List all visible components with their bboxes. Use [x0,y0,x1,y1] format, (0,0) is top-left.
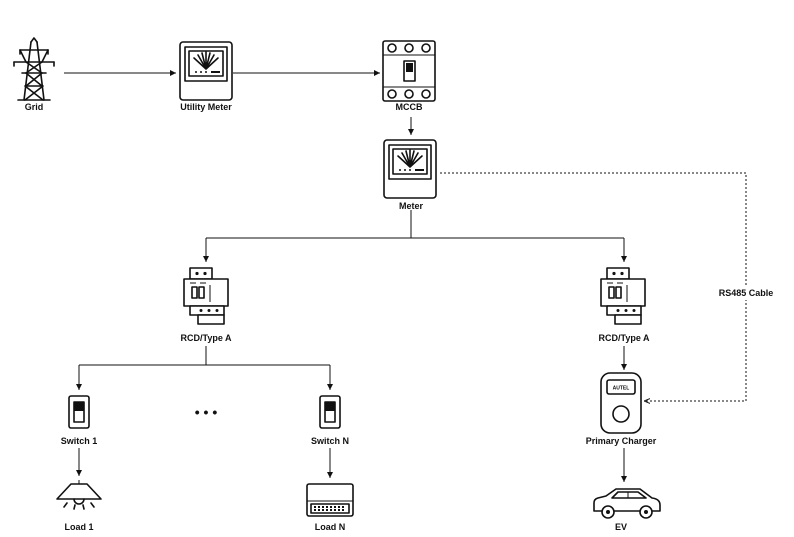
switch-n-label: Switch N [311,436,349,446]
switch-1-icon [68,395,90,429]
rcd-to-switches-arrows [76,346,333,390]
ev-car-icon [593,488,661,519]
appliance-icon [306,483,354,517]
meter-label: Meter [399,201,424,211]
utility-meter-label: Utility Meter [180,102,232,112]
load-1-label: Load 1 [64,522,93,532]
rcd-left-label: RCD/Type A [180,333,232,343]
meter-icon [383,139,437,199]
more-loads-ellipsis: • • • [195,404,218,420]
switch-1-label: Switch 1 [61,436,98,446]
charger-brand-logo: AUTEL [613,386,630,392]
utility-meter-icon [179,41,233,101]
mccb-icon [382,40,436,102]
load-n-label: Load N [315,522,346,532]
rcd-breaker-right-icon [600,267,646,325]
lamp-icon [56,480,102,510]
ev-label: EV [615,522,627,532]
rs485-cable-line [440,172,747,401]
rcd-breaker-left-icon [183,267,229,325]
grid-label: Grid [25,102,44,112]
primary-charger-label: Primary Charger [586,436,657,446]
ev-charger-icon: AUTEL [600,372,642,434]
rcd-right-label: RCD/Type A [598,333,650,343]
switch-n-icon [319,395,341,429]
rs485-label-bg [715,286,777,300]
connectors [64,70,747,482]
meter-split-arrows [203,210,627,262]
mccb-label: MCCB [396,102,423,112]
rs485-cable-label: RS485 Cable [719,288,774,298]
grid-tower-icon [13,37,55,101]
